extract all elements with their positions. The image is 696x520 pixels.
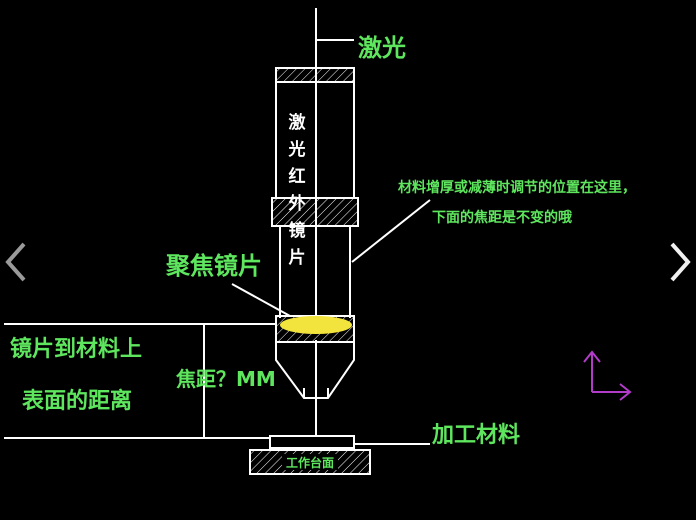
laser-tube — [275, 67, 355, 198]
ir-lens-char: 光 — [288, 139, 306, 160]
laser-label: 激光 — [358, 34, 406, 62]
adjust-note-line2: 下面的焦距是不变的哦 — [432, 209, 572, 226]
ir-lens-char: 激 — [289, 112, 306, 133]
dimension-lines — [4, 323, 430, 445]
chevron-right-icon — [670, 242, 691, 282]
adjust-note-line1: 材料增厚或减薄时调节的位置在这里， — [398, 179, 636, 196]
focus-lens-label: 聚焦镜片 — [165, 252, 262, 280]
ir-lens-char: 镜 — [289, 220, 306, 241]
adjust-leader — [351, 199, 431, 263]
focus-lens — [280, 316, 352, 334]
ir-lens-label: 激 光 红 外 镜 片 — [288, 112, 306, 268]
focus-lens-leader — [231, 283, 291, 317]
distance-label-line2: 表面的距离 — [22, 388, 132, 414]
ucs-axis-icon — [583, 350, 632, 401]
tube-collar — [271, 197, 359, 227]
chevron-left-icon — [5, 242, 26, 282]
prev-button[interactable] — [2, 238, 32, 286]
ir-lens-char: 红 — [289, 166, 306, 187]
ir-lens-char: 外 — [289, 193, 306, 214]
nozzle — [275, 342, 355, 399]
focal-length-label: 焦距？MM — [176, 367, 276, 391]
distance-label-line1: 镜片到材料上 — [10, 336, 142, 362]
material-block — [269, 435, 355, 449]
workbench-label: 工作台面 — [286, 455, 334, 470]
workbench-label-bg — [282, 454, 338, 470]
material-label: 加工材料 — [431, 423, 520, 448]
ir-lens-char: 片 — [289, 247, 306, 268]
next-button[interactable] — [664, 238, 694, 286]
